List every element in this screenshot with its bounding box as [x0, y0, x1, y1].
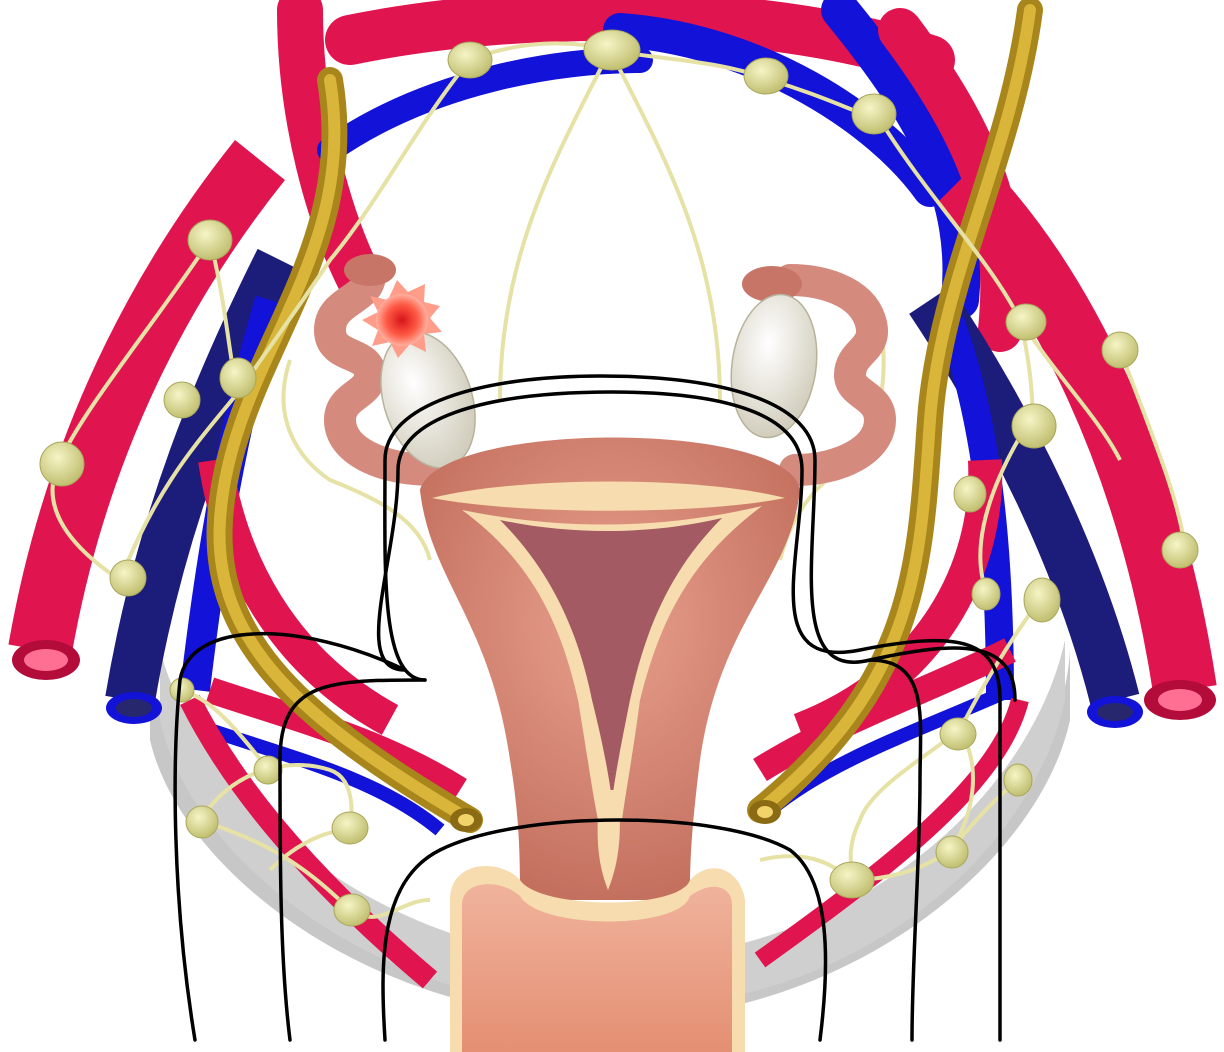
lymph-node: [936, 836, 968, 868]
lymph-node: [334, 894, 370, 926]
tumor-core: [376, 294, 428, 346]
right-ovary: [722, 289, 825, 443]
lymph-node: [830, 862, 874, 898]
right-vein-lumen-inner: [1097, 703, 1133, 721]
right-ureter-opening-inner: [757, 806, 773, 818]
left-ureter-opening-inner: [458, 814, 474, 826]
lymph-node: [448, 42, 492, 78]
uterus: [420, 438, 800, 938]
lymph-node: [164, 382, 200, 418]
lymph-node: [744, 58, 788, 94]
lymph-node: [332, 812, 368, 844]
left-fimbria: [344, 254, 396, 286]
lymph-node: [220, 358, 256, 398]
lymph-node: [1012, 404, 1056, 448]
lymph-node: [110, 560, 146, 596]
lymph-node: [170, 678, 194, 702]
lymph-node: [1006, 304, 1046, 340]
lymph-node: [852, 94, 896, 134]
lymph-node: [940, 718, 976, 750]
lymph-node: [972, 578, 1000, 610]
lymph-node: [254, 756, 282, 784]
lymph-node: [1162, 532, 1198, 568]
lymph-node: [1102, 332, 1138, 368]
lymph-node: [954, 476, 986, 512]
lymph-node: [40, 442, 84, 486]
lymph-node: [188, 220, 232, 260]
lymph-node: [584, 30, 640, 70]
left-vein-lumen-inner: [116, 699, 152, 717]
right-artery-lumen-inner: [1158, 689, 1202, 711]
left-artery-lumen-inner: [24, 649, 68, 671]
lymph-node: [186, 806, 218, 838]
lymph-node: [1024, 578, 1060, 622]
lymph-node: [1004, 764, 1032, 796]
